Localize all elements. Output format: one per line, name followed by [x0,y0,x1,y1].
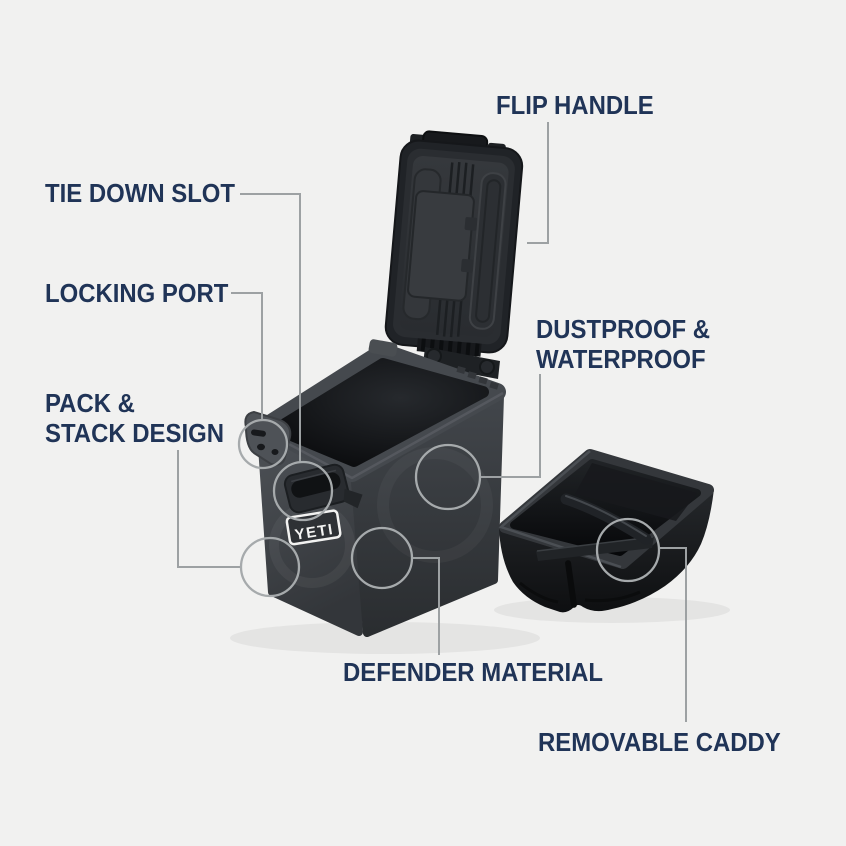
callout-line-locking-port [231,292,263,420]
lid-panel-tab-bottom [460,258,474,273]
box-rim-teeth [456,365,499,390]
caddy-back-wall [575,463,697,521]
caddy-cup-notch [565,560,577,608]
callout-circles [237,418,661,598]
yeti-badge-text: YETI [294,521,336,544]
callout-label-dustproof-line1: DUSTPROOF & [536,314,711,344]
box-rim-highlight [258,391,504,480]
caddy-handle [560,493,652,545]
lock-hole-1 [257,443,265,451]
callout-label-removable-caddy: REMOVABLE CADDY [538,727,781,757]
lock-hole-2 [271,449,279,455]
callout-circle-removable-caddy [595,517,661,583]
callout-line-flip-handle [527,122,549,244]
callout-label-dustproof-line2: WATERPROOF [536,344,706,374]
box-back-corner-clip [368,339,398,357]
box-interior [271,358,489,467]
caddy-cup-left [519,581,559,604]
callout-label-locking-port-text: LOCKING PORT [45,278,229,308]
callout-label-locking-port: LOCKING PORT [45,278,228,308]
callout-line-removable-caddy [659,547,687,722]
callout-circle-locking-port [237,418,289,470]
callout-label-flip-handle-text: FLIP HANDLE [496,90,654,120]
lid-panel-tab-top [464,217,478,231]
lid-right-track-groove [475,179,502,323]
tie-down-slot-part [251,429,266,437]
caddy-cup-right [584,590,641,603]
box-shadow [230,622,540,654]
caddy-body [499,489,714,613]
caddy-handle-highlight [565,495,647,537]
callout-circle-tie-down-slot [272,460,334,522]
lid-center-panel [407,190,475,302]
caddy-divider [536,537,654,561]
callout-label-removable-caddy-text: REMOVABLE CADDY [538,727,781,757]
callout-label-dustproof: DUSTPROOF & WATERPROOF [536,314,710,374]
latch [283,463,363,514]
callout-label-pack-stack-line2: STACK DESIGN [45,418,224,448]
gobox-box: YETI [244,339,506,637]
callout-line-tie-down-slot [240,193,301,462]
caddy [498,449,714,613]
callout-label-pack-stack: PACK & STACK DESIGN [45,388,224,448]
callout-label-defender: DEFENDER MATERIAL [343,657,603,687]
hinge [423,347,500,379]
callout-label-tie-down-slot-text: TIE DOWN SLOT [45,178,236,208]
callout-circle-dustproof [414,443,482,511]
callout-line-pack-stack [177,450,240,568]
callout-label-defender-text: DEFENDER MATERIAL [343,657,604,687]
callout-lines [177,122,687,722]
callout-line-dustproof [481,374,541,478]
callout-label-pack-stack-line1: PACK & [45,388,135,418]
gobox-lid [384,130,524,357]
callout-circle-pack-stack [239,536,301,598]
callout-circle-defender [350,526,414,590]
callout-line-defender [412,557,440,655]
callout-label-flip-handle: FLIP HANDLE [496,90,654,120]
caddy-divider-edge [536,536,654,552]
callout-label-tie-down-slot: TIE DOWN SLOT [45,178,235,208]
